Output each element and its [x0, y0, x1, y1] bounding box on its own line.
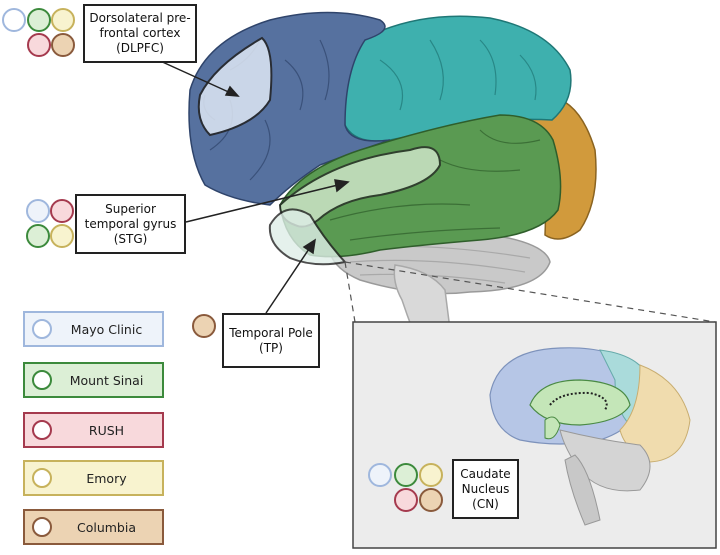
stg-cohort-markers	[26, 199, 74, 248]
stg-label-line2: temporal gyrus	[84, 216, 177, 231]
mayo-marker	[26, 199, 50, 223]
columbia-legend-marker	[32, 517, 52, 537]
tp-cohort-markers	[192, 314, 216, 338]
legend-label: Mayo Clinic	[70, 321, 143, 337]
stg-label-line1: Superior	[105, 201, 156, 216]
cn-label: Caudate Nucleus (CN)	[452, 459, 519, 519]
mayo-legend-marker	[32, 319, 52, 339]
sinai-marker	[394, 463, 418, 487]
legend-columbia: Columbia	[23, 509, 164, 545]
legend-label: Mount Sinai	[69, 372, 144, 388]
cn-cohort-markers	[368, 463, 443, 512]
parietal-sulci	[379, 39, 537, 111]
rush-legend-marker	[32, 420, 52, 440]
stg-label: Superior temporal gyrus (STG)	[75, 194, 186, 254]
legend-label: Emory	[86, 470, 127, 486]
columbia-marker	[51, 33, 75, 57]
emory-marker	[50, 224, 74, 248]
legend-mount-sinai: Mount Sinai	[23, 362, 164, 398]
legend-label: RUSH	[88, 422, 125, 438]
sagittal-brain	[489, 347, 691, 526]
tp-label-line2: (TP)	[259, 340, 283, 355]
sinai-legend-marker	[32, 370, 52, 390]
emory-marker	[51, 8, 75, 32]
dlpfc-region	[197, 36, 273, 137]
cn-label-line1: Caudate	[460, 466, 511, 481]
legend-label: Columbia	[76, 519, 136, 535]
mayo-marker	[368, 463, 392, 487]
emory-marker	[419, 463, 443, 487]
dlpfc-label: Dorsolateral pre- frontal cortex (DLPFC)	[83, 4, 197, 63]
emory-legend-marker	[32, 468, 52, 488]
legend-emory: Emory	[23, 460, 164, 496]
dlpfc-label-line1: Dorsolateral pre-	[89, 11, 191, 25]
zoom-lines	[344, 261, 716, 323]
cn-label-line3: (CN)	[472, 496, 499, 511]
tp-label: Temporal Pole (TP)	[222, 313, 320, 368]
columbia-marker	[192, 314, 216, 338]
temporal-sulci	[329, 129, 541, 241]
mayo-marker	[2, 8, 26, 32]
sinai-marker	[26, 224, 50, 248]
sinai-marker	[27, 8, 51, 32]
dlpfc-label-line2: frontal cortex	[99, 26, 181, 40]
cn-label-line2: Nucleus	[461, 481, 510, 496]
stg-label-line3: (STG)	[113, 231, 148, 246]
tp-label-line1: Temporal Pole	[229, 325, 313, 340]
legend-rush: RUSH	[23, 412, 164, 448]
rush-marker	[27, 33, 51, 57]
rush-marker	[50, 199, 74, 223]
dlpfc-label-line3: (DLPFC)	[116, 41, 164, 55]
columbia-marker	[419, 488, 443, 512]
temporal-lobe	[279, 114, 562, 258]
rush-marker	[394, 488, 418, 512]
dlpfc-cohort-markers	[2, 8, 75, 57]
legend-mayo-clinic: Mayo Clinic	[23, 311, 164, 347]
